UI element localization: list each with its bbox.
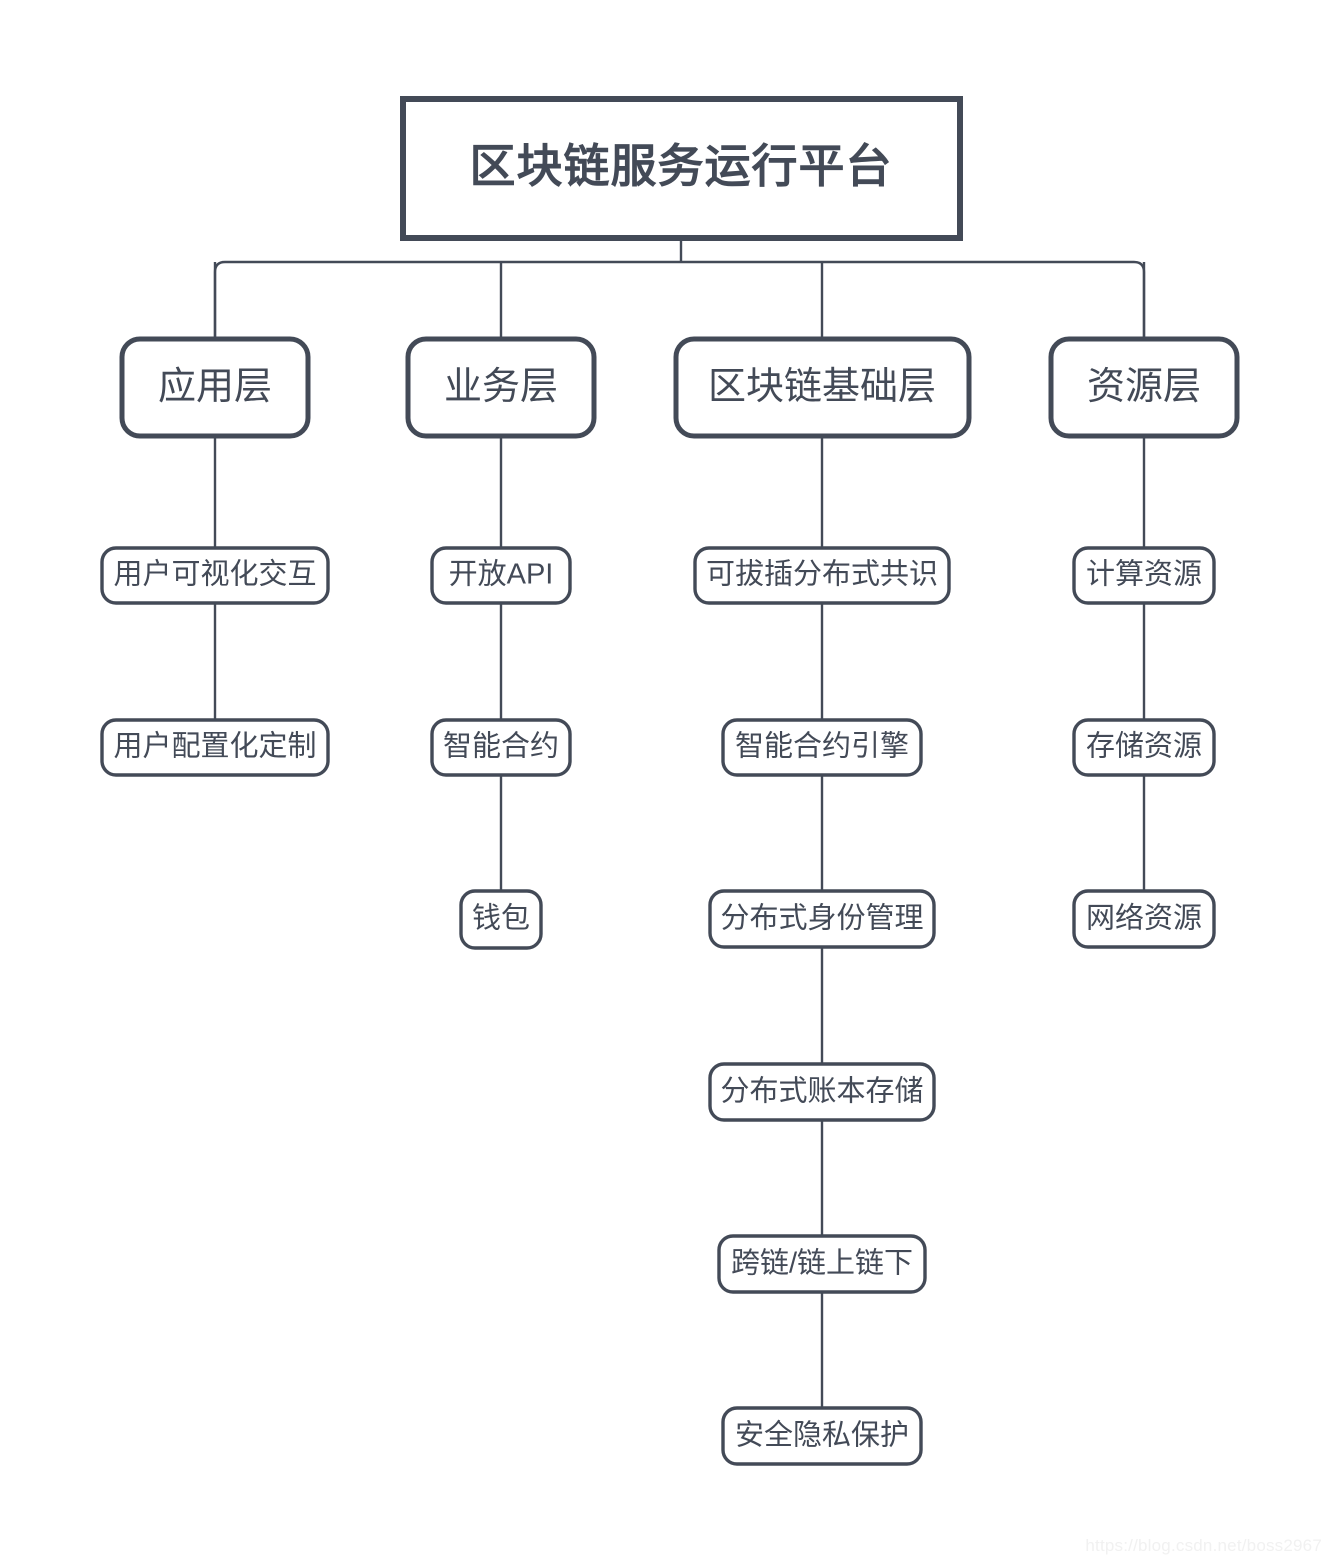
layer-node-label: 业务层 bbox=[444, 366, 558, 408]
leaf-node-box[interactable] bbox=[708, 1062, 936, 1122]
layer-node-label: 应用层 bbox=[158, 366, 272, 408]
root-node-label: 区块链服务运行平台 bbox=[470, 140, 893, 192]
leaf-node-box[interactable] bbox=[1072, 889, 1216, 949]
leaf-node-box[interactable] bbox=[1072, 718, 1216, 777]
node-leaf-chain-3[interactable]: 分布式身份管理 bbox=[708, 889, 936, 949]
node-leaf-biz-3[interactable]: 钱包 bbox=[459, 889, 543, 950]
node-leaf-chain-1[interactable]: 可拔插分布式共识 bbox=[693, 546, 951, 605]
leaf-node-label: 用户配置化定制 bbox=[113, 730, 316, 763]
node-layer-app[interactable]: 应用层 bbox=[119, 336, 311, 439]
node-layer-chain[interactable]: 区块链基础层 bbox=[673, 336, 972, 439]
root-node-box[interactable] bbox=[400, 96, 963, 241]
leaf-node-box[interactable] bbox=[100, 718, 330, 777]
edge-bus-horizontal bbox=[213, 260, 1146, 338]
leaf-node-label: 计算资源 bbox=[1086, 558, 1202, 591]
node-layer-res[interactable]: 资源层 bbox=[1048, 336, 1240, 439]
node-leaf-chain-4[interactable]: 分布式账本存储 bbox=[708, 1062, 936, 1122]
node-leaf-chain-6[interactable]: 安全隐私保护 bbox=[721, 1406, 923, 1466]
node-leaf-biz-2[interactable]: 智能合约 bbox=[430, 718, 572, 777]
leaf-node-box[interactable] bbox=[430, 546, 572, 605]
node-leaf-biz-1[interactable]: 开放API bbox=[430, 546, 572, 605]
node-layer-biz[interactable]: 业务层 bbox=[405, 336, 597, 439]
leaf-node-label: 跨链/链上链下 bbox=[731, 1247, 913, 1280]
node-leaf-app-1[interactable]: 用户可视化交互 bbox=[100, 546, 330, 605]
leaf-node-box[interactable] bbox=[1072, 546, 1216, 605]
leaf-node-box[interactable] bbox=[717, 1234, 927, 1294]
leaf-node-box[interactable] bbox=[100, 546, 330, 605]
leaf-node-box[interactable] bbox=[721, 718, 923, 777]
edges-group bbox=[213, 238, 1146, 1408]
layer-node-label: 资源层 bbox=[1087, 366, 1201, 408]
leaf-node-label: 智能合约引擎 bbox=[735, 730, 909, 763]
leaf-node-label: 钱包 bbox=[472, 902, 530, 935]
layer-node-box[interactable] bbox=[405, 336, 597, 439]
leaf-node-label: 存储资源 bbox=[1086, 730, 1202, 763]
leaf-node-box[interactable] bbox=[721, 1406, 923, 1466]
leaf-node-box[interactable] bbox=[693, 546, 951, 605]
node-leaf-res-2[interactable]: 存储资源 bbox=[1072, 718, 1216, 777]
node-root[interactable]: 区块链服务运行平台 bbox=[400, 96, 963, 241]
leaf-node-label: 开放API bbox=[449, 558, 554, 591]
layer-node-box[interactable] bbox=[1048, 336, 1240, 439]
leaf-node-box[interactable] bbox=[430, 718, 572, 777]
leaf-node-label: 分布式账本存储 bbox=[720, 1075, 923, 1108]
layer-node-label: 区块链基础层 bbox=[708, 366, 936, 408]
leaf-node-label: 智能合约 bbox=[443, 730, 559, 763]
leaf-node-label: 网络资源 bbox=[1086, 902, 1202, 935]
node-leaf-chain-5[interactable]: 跨链/链上链下 bbox=[717, 1234, 927, 1294]
layer-node-box[interactable] bbox=[673, 336, 972, 439]
leaf-node-label: 安全隐私保护 bbox=[735, 1419, 909, 1452]
node-leaf-res-1[interactable]: 计算资源 bbox=[1072, 546, 1216, 605]
leaf-node-box[interactable] bbox=[708, 889, 936, 949]
leaf-node-label: 分布式身份管理 bbox=[720, 902, 923, 935]
leaf-node-label: 用户可视化交互 bbox=[113, 558, 316, 591]
leaf-node-label: 可拔插分布式共识 bbox=[706, 558, 938, 591]
node-leaf-chain-2[interactable]: 智能合约引擎 bbox=[721, 718, 923, 777]
node-leaf-res-3[interactable]: 网络资源 bbox=[1072, 889, 1216, 949]
leaf-node-box[interactable] bbox=[459, 889, 543, 950]
watermark-url: https://blog.csdn.net/boss2967 bbox=[1085, 1536, 1322, 1555]
node-leaf-app-2[interactable]: 用户配置化定制 bbox=[100, 718, 330, 777]
layer-node-box[interactable] bbox=[119, 336, 311, 439]
